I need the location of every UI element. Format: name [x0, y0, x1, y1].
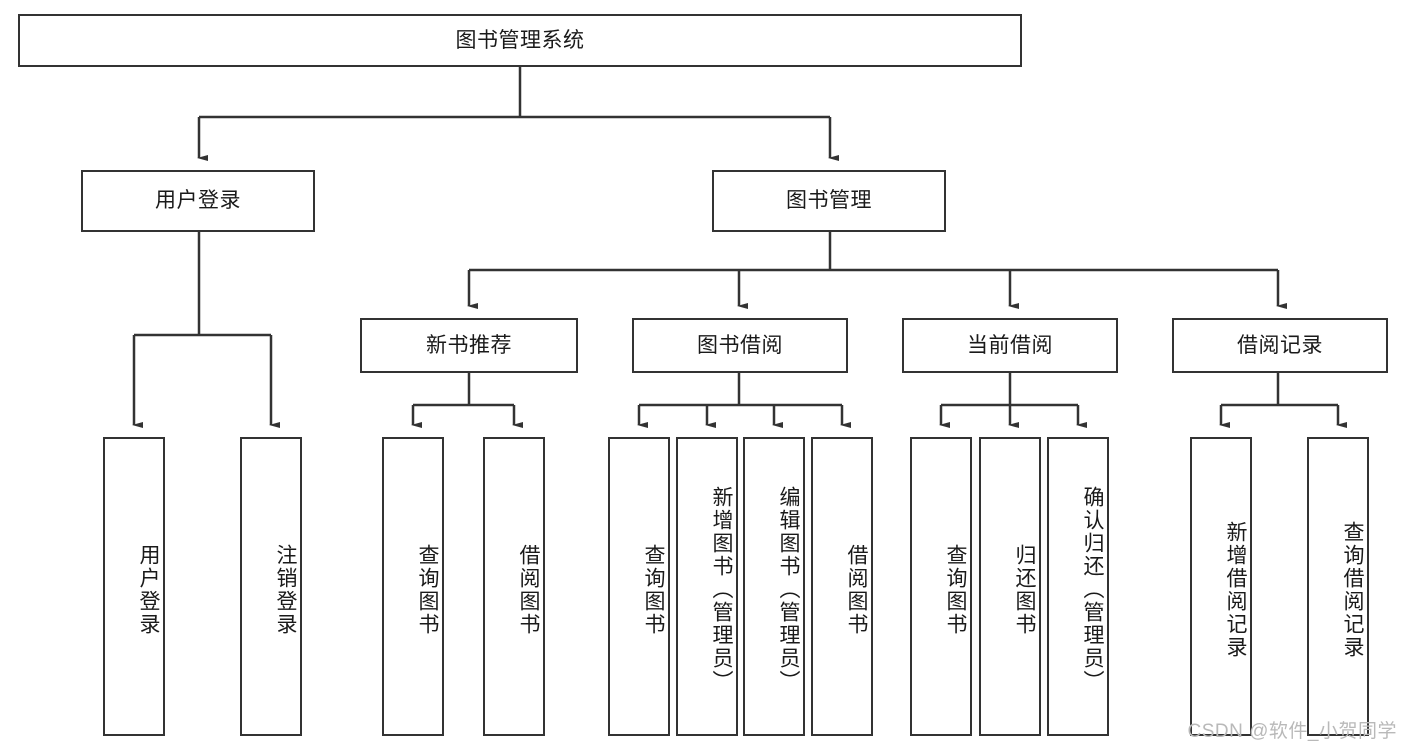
node-label: 借阅记录 — [1237, 333, 1323, 357]
leaf-borrow-borrow-book[interactable]: 借阅图书 — [811, 437, 873, 736]
node-label: 借阅图书 — [845, 543, 868, 636]
node-label: 图书借阅 — [697, 333, 783, 357]
node-label: 归还图书 — [1013, 543, 1036, 636]
node-new-book-recommend[interactable]: 新书推荐 — [360, 318, 578, 373]
leaf-user-login-login[interactable]: 用户登录 — [103, 437, 165, 736]
node-user-login[interactable]: 用户登录 — [81, 170, 315, 232]
node-label: 图书管理系统 — [455, 28, 585, 52]
node-label: 查询图书 — [642, 543, 665, 636]
node-root-system[interactable]: 图书管理系统 — [18, 14, 1022, 67]
leaf-user-login-logout[interactable]: 注销登录 — [240, 437, 302, 736]
node-label: 用户登录 — [155, 189, 241, 213]
node-label: 新增借阅记录 — [1224, 520, 1247, 659]
leaf-borrow-add-book-admin[interactable]: 新增图书（管理员） — [676, 437, 738, 736]
leaf-records-add-record[interactable]: 新增借阅记录 — [1190, 437, 1252, 736]
node-label: 编辑图书（管理员） — [777, 486, 800, 693]
node-label: 查询借阅记录 — [1341, 520, 1364, 659]
leaf-records-query-record[interactable]: 查询借阅记录 — [1307, 437, 1369, 736]
node-label: 新书推荐 — [426, 333, 512, 357]
node-label: 查询图书 — [416, 543, 439, 636]
node-book-borrow[interactable]: 图书借阅 — [632, 318, 848, 373]
leaf-recommend-borrow-book[interactable]: 借阅图书 — [483, 437, 545, 736]
leaf-recommend-query-book[interactable]: 查询图书 — [382, 437, 444, 736]
node-label: 用户登录 — [137, 543, 160, 636]
node-label: 借阅图书 — [517, 543, 540, 636]
node-borrow-records[interactable]: 借阅记录 — [1172, 318, 1388, 373]
node-label: 注销登录 — [274, 543, 297, 636]
leaf-borrow-query-book[interactable]: 查询图书 — [608, 437, 670, 736]
node-label: 新增图书（管理员） — [710, 486, 733, 693]
node-label: 当前借阅 — [967, 333, 1053, 357]
node-label: 确认归还（管理员） — [1081, 486, 1104, 693]
leaf-borrow-edit-book-admin[interactable]: 编辑图书（管理员） — [743, 437, 805, 736]
node-label: 查询图书 — [944, 543, 967, 636]
node-book-management[interactable]: 图书管理 — [712, 170, 946, 232]
watermark-text: CSDN @软件_小贺同学 — [1187, 721, 1397, 742]
node-label: 图书管理 — [786, 189, 872, 213]
leaf-current-return-book[interactable]: 归还图书 — [979, 437, 1041, 736]
node-current-borrow[interactable]: 当前借阅 — [902, 318, 1118, 373]
leaf-current-query-book[interactable]: 查询图书 — [910, 437, 972, 736]
leaf-current-confirm-return-admin[interactable]: 确认归还（管理员） — [1047, 437, 1109, 736]
